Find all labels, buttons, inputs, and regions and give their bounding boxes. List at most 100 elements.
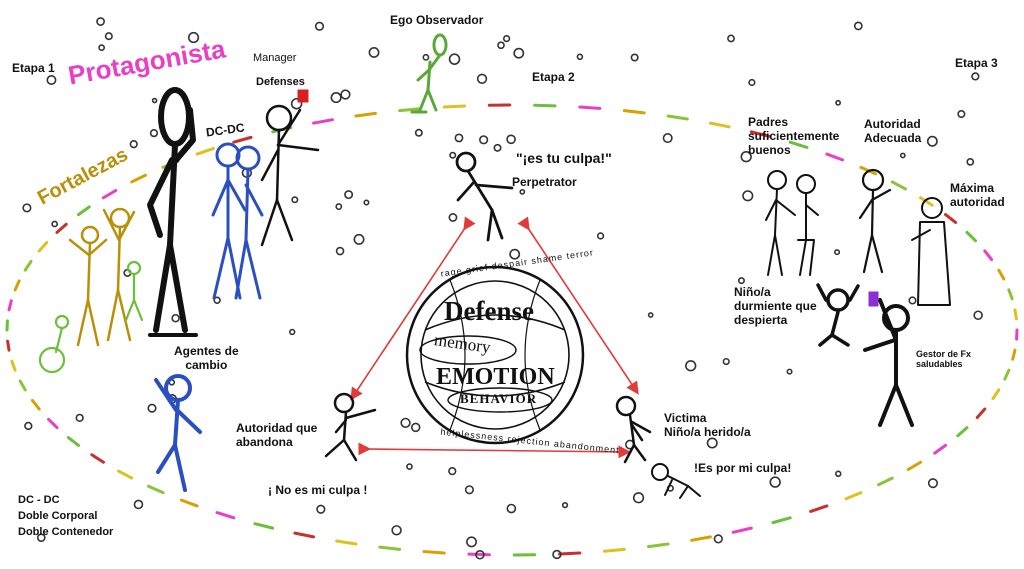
bubble — [187, 31, 200, 44]
legend-dc-dc: DC - DC — [18, 494, 60, 506]
bubble — [519, 188, 526, 195]
ring-dash — [956, 426, 969, 438]
ring-dash — [825, 152, 845, 162]
bubble — [513, 47, 525, 59]
nino-herido-figure — [651, 463, 701, 499]
drama-triangle-arrows — [350, 216, 639, 459]
bubble — [363, 199, 370, 206]
bubble — [908, 296, 917, 305]
ring-dash — [1011, 348, 1017, 361]
bubble — [497, 41, 505, 50]
padres-label: Padres suficientemente buenos — [748, 115, 840, 157]
ring-dash — [749, 130, 771, 138]
bubble — [171, 313, 180, 323]
arrow-top-left — [350, 216, 476, 401]
no-es-mi-culpa-label: ¡ No es mi culpa ! — [268, 483, 368, 497]
ring-dash — [1007, 288, 1014, 301]
ring-dash — [666, 114, 689, 121]
ring-dash — [312, 118, 334, 125]
ring-dash — [622, 109, 646, 115]
ring-dash — [7, 299, 13, 312]
autoridad-adecuada-figure — [858, 168, 892, 274]
ring-dash — [76, 205, 91, 217]
ring-dash — [991, 388, 1001, 401]
bubble — [454, 133, 464, 143]
globe-defense-text: Defense — [444, 296, 534, 326]
ring-dash — [66, 436, 80, 447]
ring-dash — [37, 240, 49, 253]
maxima-autoridad-label: Máxima autoridad — [950, 181, 1005, 209]
bubble — [314, 21, 325, 31]
ring-dash — [18, 379, 27, 392]
bubble — [400, 417, 411, 428]
ring-dash — [647, 542, 670, 549]
fortalezas-figures — [68, 207, 136, 347]
bubble — [552, 549, 562, 560]
ring-dash — [101, 189, 118, 200]
ring-dash — [55, 222, 68, 234]
protagonista-figure — [147, 87, 198, 337]
ring-dash — [378, 545, 402, 551]
bubble — [493, 143, 502, 152]
agentes-de-cambio-label: Agentes de cambio — [174, 344, 239, 372]
manager-label: Manager — [253, 52, 297, 64]
ring-dash — [47, 417, 59, 430]
ring-dash — [90, 453, 105, 464]
legend-doble-corporal: Doble Corporal — [18, 510, 98, 522]
bubble — [98, 44, 105, 51]
bubble — [899, 152, 906, 159]
stage-3-label: Etapa 3 — [955, 56, 998, 70]
autoridad-abandona-figure — [324, 392, 377, 462]
bubble — [51, 220, 59, 228]
ring-dash — [398, 107, 422, 113]
bubble — [147, 403, 157, 413]
ego-observador-figure — [410, 33, 448, 114]
bubble — [340, 89, 351, 100]
bubble — [96, 17, 105, 26]
ring-dash — [1003, 368, 1011, 381]
ring-dash — [877, 476, 894, 487]
bubble — [316, 504, 326, 514]
agentes-de-cambio-figure — [154, 374, 202, 492]
bubble — [926, 135, 938, 147]
bubble — [368, 46, 380, 58]
bubble — [464, 485, 474, 495]
ring-dash — [731, 526, 753, 534]
es-por-mi-culpa-label: !Es por mi culpa! — [694, 461, 792, 475]
bubble — [506, 134, 516, 145]
perpetrator-figure — [455, 151, 514, 242]
bubble — [662, 133, 673, 144]
ring-dash — [442, 104, 466, 109]
nino-durmiente-figure — [816, 283, 860, 347]
perpetrator-label: Perpetrator — [512, 175, 577, 189]
bubble — [630, 53, 639, 62]
bubble — [727, 34, 735, 43]
bubble — [647, 312, 654, 318]
bubble — [742, 190, 754, 202]
bubble — [129, 140, 138, 149]
bubble — [740, 151, 752, 163]
ring-dash — [919, 196, 934, 207]
bubble — [422, 53, 430, 61]
ring-dash — [997, 268, 1006, 281]
defenses-label: Defenses — [256, 76, 305, 88]
bubble — [213, 296, 221, 304]
manager-figure — [260, 89, 320, 247]
ring-dash — [253, 522, 275, 530]
bubble — [449, 151, 457, 159]
perpetrator-quote: "¡es tu culpa!" — [516, 150, 612, 166]
stage-2-label: Etapa 2 — [532, 70, 575, 84]
bubble — [957, 109, 966, 119]
bubble — [632, 492, 645, 504]
emotion-globe — [405, 265, 585, 445]
ring-dash — [179, 498, 199, 508]
bubble — [835, 470, 842, 478]
ring-dash — [771, 516, 792, 525]
ring-dash — [232, 135, 253, 144]
bubble — [685, 360, 697, 372]
autoridad-abandona-label: Autoridad que abandona — [236, 421, 318, 449]
legend-doble-contenedor: Doble Contenedor — [18, 526, 114, 538]
bubble — [769, 476, 781, 488]
bubble — [479, 135, 489, 145]
